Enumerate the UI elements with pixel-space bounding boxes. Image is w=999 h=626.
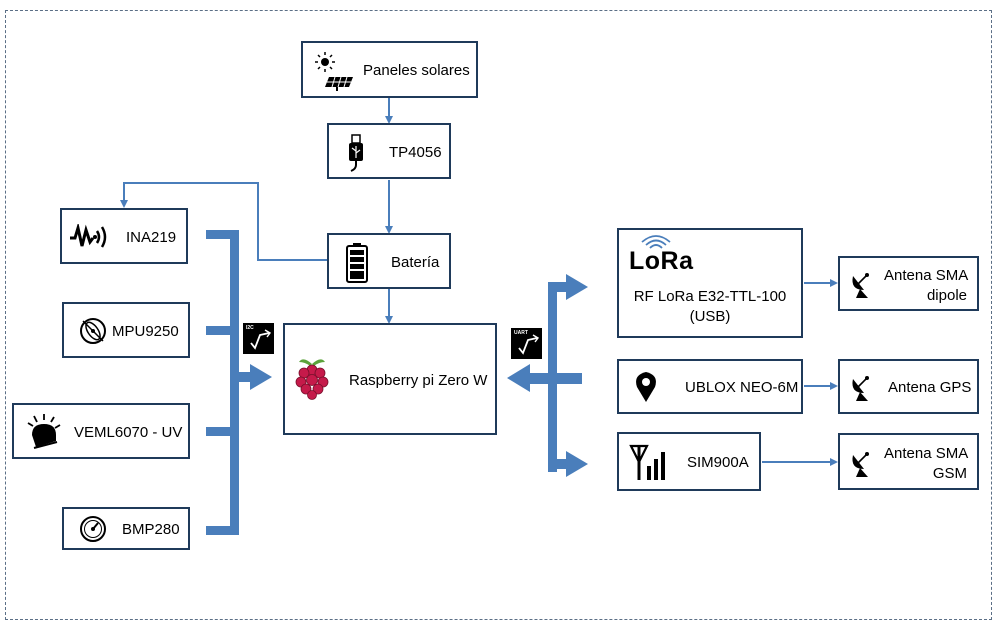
diagram-frame	[5, 10, 992, 620]
pressure-gauge-icon	[80, 516, 106, 542]
veml6070-label: VEML6070 - UV	[74, 424, 183, 441]
bmp280-node: BMP280	[62, 507, 190, 550]
tp4056-node: TP4056	[327, 123, 451, 179]
sim900a-node: SIM900A	[617, 432, 761, 491]
paneles-solares-node: Paneles solares	[301, 41, 478, 98]
wire-bateria-ina219	[120, 182, 328, 261]
antena-sma-1-line1: Antena SMA	[884, 267, 969, 284]
bateria-node: Batería	[327, 233, 451, 289]
gyroscope-icon	[80, 318, 106, 344]
uart-bus-icon: UART	[511, 328, 542, 359]
lora-logo: LoRa	[629, 247, 694, 275]
lora-label-line1: RF LoRa E32-TTL-100	[633, 288, 787, 305]
ina219-node: INA219	[60, 208, 188, 264]
bmp280-label: BMP280	[122, 521, 180, 538]
i2c-bus	[206, 230, 272, 535]
raspberry-label: Raspberry pi Zero W	[349, 372, 488, 389]
radio-waves-icon	[641, 235, 671, 249]
antena-sma-1-line2: dipole	[926, 287, 967, 304]
tp4056-label: TP4056	[389, 144, 442, 161]
ublox-node: UBLOX NEO-6M	[617, 359, 803, 414]
veml6070-node: VEML6070 - UV	[12, 403, 190, 459]
antena-sma-2-line2: GSM	[932, 465, 967, 482]
location-pin-icon	[636, 372, 656, 402]
raspberry-node: Raspberry pi Zero W	[283, 323, 497, 435]
solar-panel-icon	[315, 52, 353, 91]
sim900a-label: SIM900A	[687, 454, 749, 471]
satellite-dish-icon	[852, 376, 869, 401]
bateria-label: Batería	[391, 254, 440, 271]
usb-icon	[349, 134, 363, 172]
raspberry-pi-icon	[295, 359, 329, 400]
antena-sma-2-line1: Antena SMA	[884, 445, 969, 462]
i2c-bus-icon: I2C	[243, 323, 274, 354]
satellite-dish-icon	[852, 452, 869, 477]
sensor-waveform-icon	[70, 224, 107, 248]
antena-sma-gsm-node: Antena SMA GSM	[838, 433, 979, 490]
antena-sma-dipole-node: Antena SMA dipole	[838, 256, 979, 311]
uart-label: UART	[514, 330, 528, 336]
ina219-label: INA219	[126, 229, 177, 246]
antena-gps-label: Antena GPS	[888, 379, 972, 396]
cell-signal-icon	[629, 444, 665, 480]
paneles-label: Paneles solares	[363, 62, 470, 79]
mpu9250-label: MPU9250	[112, 323, 179, 340]
i2c-label: I2C	[246, 325, 254, 331]
lora-node: LoRa RF LoRa E32-TTL-100 (USB)	[617, 228, 803, 338]
lora-label-line2: (USB)	[689, 308, 731, 325]
mpu9250-node: MPU9250	[62, 302, 190, 358]
uart-bus	[507, 274, 588, 477]
battery-icon	[346, 243, 368, 283]
satellite-dish-icon	[852, 273, 869, 298]
uv-light-icon	[27, 414, 61, 449]
antena-gps-node: Antena GPS	[838, 359, 979, 414]
ublox-label: UBLOX NEO-6M	[685, 379, 799, 396]
